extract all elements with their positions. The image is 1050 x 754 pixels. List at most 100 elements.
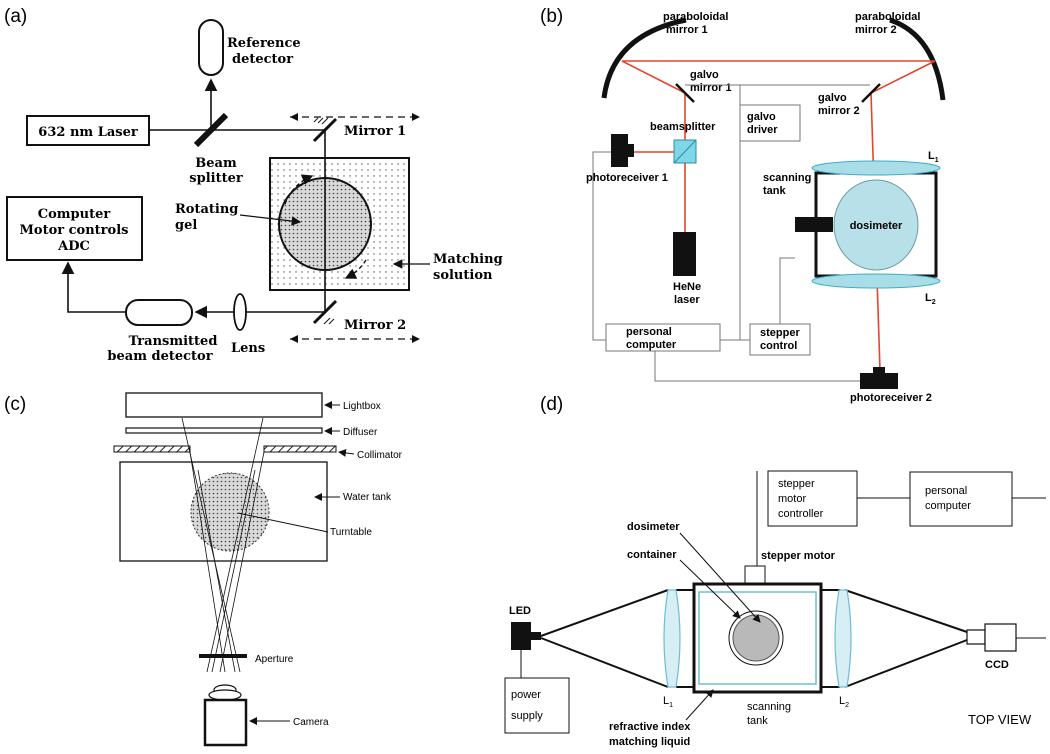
paraboloidal-mirror-1-label-2: mirror 1 — [666, 24, 708, 36]
dosimeter-label-b: dosimeter — [850, 220, 903, 232]
container-label: container — [627, 549, 677, 561]
collimator-left — [113, 445, 191, 453]
personal-computer-box-d — [909, 471, 1013, 527]
computer-label-1: Computer — [38, 207, 111, 222]
paraboloidal-mirror-2-label-2: mirror 2 — [855, 24, 897, 36]
transmitted-detector — [125, 299, 193, 326]
paraboloidal-mirror-1-label-1: paraboloidal — [663, 11, 728, 23]
reference-detector — [198, 19, 224, 76]
power-supply-label-2: supply — [511, 710, 543, 722]
matching-solution-label-2: solution — [433, 268, 493, 283]
transmitted-detector-label-2: beam detector — [107, 349, 212, 364]
galvo-mirror-1 — [675, 83, 695, 103]
panel-a-letter: (a) — [4, 6, 27, 27]
panel-b: (b) paraboloidal mirror 1 paraboloidal m… — [540, 6, 946, 404]
personal-computer-label-1-b: personal — [626, 326, 672, 338]
galvo-driver-label-2: driver — [747, 124, 778, 136]
rotating-gel-label-2: gel — [175, 218, 197, 233]
transmitted-detector-label-1: Transmitted — [129, 334, 218, 349]
stepper-motor-controller-box — [767, 470, 858, 527]
beam-splitter-label-1: Beam — [195, 156, 237, 171]
galvo-mirror-2-label-1: galvo — [818, 92, 847, 104]
paraboloidal-mirror-2-label-1: paraboloidal — [855, 11, 920, 23]
aperture — [199, 654, 247, 658]
power-supply-box — [504, 677, 570, 734]
personal-computer-label-1-d: personal — [925, 485, 967, 497]
panel-b-letter: (b) — [540, 6, 563, 27]
scanning-tank-label-1-d: scanning — [747, 701, 791, 713]
beam-splitter — [193, 112, 229, 148]
stepper-control-box — [749, 323, 811, 356]
stepper-motor-d — [744, 565, 766, 585]
led-label: LED — [509, 605, 531, 617]
collimator-label: Collimator — [357, 450, 403, 461]
reference-detector-label-1: Reference — [227, 36, 301, 51]
camera-body — [203, 698, 248, 747]
stepper-control-label-1: stepper — [760, 327, 800, 339]
dosimeter-label-d: dosimeter — [627, 521, 680, 533]
l1-label-d: L1 — [663, 695, 673, 709]
ccd-body — [984, 623, 1017, 652]
scanning-tank-label-2-d: tank — [747, 715, 768, 727]
panel-c-letter: (c) — [4, 394, 26, 415]
lens-l1-b — [811, 160, 941, 176]
ray-lines — [181, 417, 265, 673]
stepper-motor-controller-label-3: controller — [778, 508, 824, 520]
hene-laser — [673, 232, 696, 276]
dosimeter-b — [833, 179, 919, 271]
diffuser — [125, 427, 323, 434]
galvo-driver-label-1: galvo — [747, 111, 776, 123]
personal-computer-label-2-d: computer — [925, 500, 971, 512]
paraboloidal-mirror-2 — [889, 17, 946, 101]
lens-l2-b — [811, 273, 941, 289]
lightbox — [125, 392, 323, 418]
photoreceiver-1-label: photoreceiver 1 — [586, 172, 668, 184]
l2-label-b: L2 — [925, 292, 936, 306]
galvo-mirror-1-label-1: galvo — [690, 69, 719, 81]
stepper-control-label-2: control — [760, 340, 797, 352]
power-supply-label-1: power — [511, 689, 541, 701]
lens-l1-d — [663, 589, 681, 688]
stepper-motor-b — [795, 217, 833, 232]
lightbox-label: Lightbox — [343, 401, 381, 412]
computer-label-3: ADC — [57, 239, 90, 254]
lens-a — [233, 293, 247, 331]
panel-a: (a) 632 nm Laser Reference detector Beam… — [4, 6, 503, 364]
mirror-1-label: Mirror 1 — [344, 124, 406, 139]
l2-label-d: L2 — [839, 695, 849, 709]
photoreceiver-1 — [611, 134, 628, 167]
rotating-gel-label-1: Rotating — [175, 202, 238, 217]
galvo-mirror-2-label-2: mirror 2 — [818, 105, 860, 117]
beam-splitter-label-2: splitter — [189, 171, 243, 186]
scanning-tank-label-2: tank — [763, 185, 787, 197]
turntable-label: Turntable — [330, 527, 372, 538]
personal-computer-box-b — [605, 323, 721, 352]
panel-d: (d) stepper motor controller personal co… — [504, 394, 1046, 748]
aperture-label: Aperture — [255, 654, 294, 665]
turntable — [190, 472, 270, 552]
beamsplitter-label: beamsplitter — [650, 121, 716, 133]
stepper-motor-label: stepper motor — [761, 550, 836, 562]
panel-d-letter: (d) — [540, 394, 563, 415]
laser-box — [26, 115, 150, 146]
diffuser-label: Diffuser — [343, 427, 378, 438]
led — [511, 622, 531, 650]
hene-laser-label-2: laser — [674, 294, 700, 306]
reference-detector-label-2: detector — [232, 52, 293, 67]
photoreceiver-2 — [860, 373, 898, 389]
camera-label: Camera — [293, 717, 329, 728]
photoreceiver-2-label: photoreceiver 2 — [850, 392, 932, 404]
dosimeter-d — [732, 614, 780, 662]
panel-c: (c) Lightbox Diffuser Collimator Water t… — [4, 392, 403, 747]
matching-solution-label-1: Matching — [433, 252, 503, 267]
stepper-motor-controller-label-1: stepper — [778, 478, 815, 490]
ccd-label: CCD — [985, 659, 1009, 671]
ccd-lens — [966, 629, 986, 645]
scanning-tank-label-1: scanning — [763, 172, 811, 184]
refractive-index-label-1: refractive index — [609, 721, 691, 733]
stepper-motor-controller-label-2: motor — [778, 493, 806, 505]
refractive-index-label-2: matching liquid — [609, 736, 690, 748]
personal-computer-label-2-b: computer — [626, 339, 677, 351]
galvo-driver-box — [739, 104, 801, 142]
